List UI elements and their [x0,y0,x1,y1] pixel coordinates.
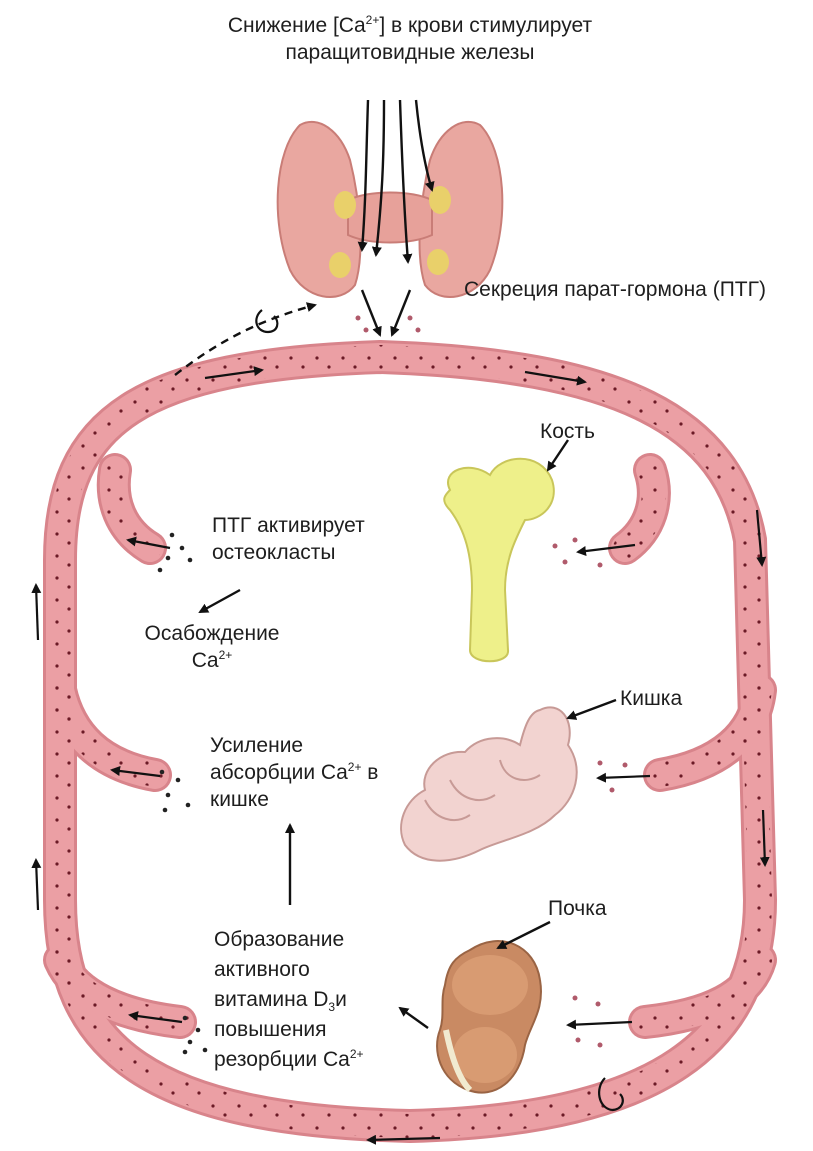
kidney-label: Почка [548,895,607,922]
absorption-label: Усиление абсорбции Ca2+ в кишке [210,732,378,813]
blood-vessel [60,357,760,1126]
intestine-illustration [401,707,577,860]
bone-illustration [444,459,554,662]
osteoclasts-label: ПТГ активирует остеокласты [212,512,365,566]
kidney-to-vitd-arrow [400,1008,428,1028]
title-label: Снижение [Ca2+] в крови стимулирует пара… [150,12,670,66]
pth-secretion-label: Секреция парат-гормона (ПТГ) [464,276,809,303]
calcium-release-label: Осабождение Ca2+ [112,620,312,674]
bone-label: Кость [540,418,595,445]
release-arrow [200,590,240,612]
intestine-absorption-particles [598,761,651,793]
parathyroid-gland [278,122,503,297]
intestine-pointer-arrow [568,700,616,718]
kidney-illustration [437,941,541,1093]
kidney-reabsorption-particles [568,996,632,1048]
vitamin-d-label: Образование активного витамина D3и повыш… [214,925,364,1075]
pth-particles [356,316,421,333]
intestine-label: Кишка [620,685,682,712]
kidney-pointer-arrow [498,922,550,948]
pth-secretion-arrows [362,290,410,335]
